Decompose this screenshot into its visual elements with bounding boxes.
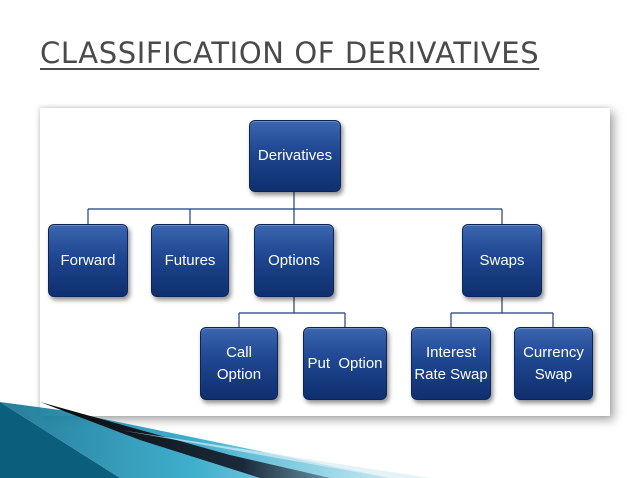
node-currency-swap: Currency Swap (514, 327, 593, 400)
node-futures-label: Futures (164, 251, 216, 269)
node-interest-rate-swap: Interest Rate Swap (411, 327, 491, 400)
node-interest-rate-swap-label: Interest Rate Swap (414, 343, 488, 383)
node-currency-swap-label: Currency Swap (523, 343, 584, 383)
node-derivatives: Derivatives (249, 120, 341, 192)
node-put-option: Put Option (303, 327, 387, 400)
slide-title: CLASSIFICATION OF DERIVATIVES (40, 36, 540, 70)
node-futures: Futures (151, 224, 229, 297)
node-options: Options (254, 224, 334, 297)
node-put-option-label: Put Option (307, 354, 383, 372)
node-forward: Forward (48, 224, 128, 297)
node-call-option: Call Option (200, 327, 278, 400)
node-call-option-label: Call Option (216, 343, 262, 383)
node-swaps-label: Swaps (479, 251, 525, 269)
node-derivatives-label: Derivatives (257, 147, 333, 164)
node-options-label: Options (268, 251, 320, 269)
node-swaps: Swaps (462, 224, 542, 297)
node-forward-label: Forward (60, 251, 116, 269)
